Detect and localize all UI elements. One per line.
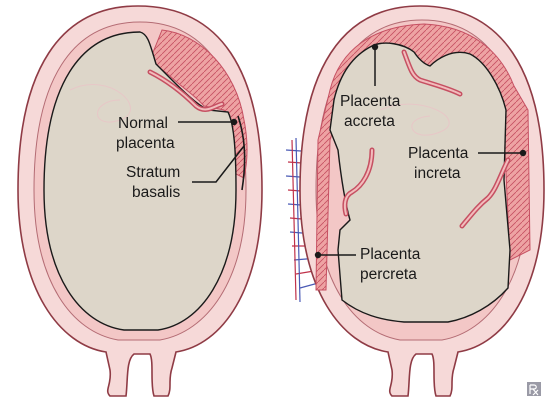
stratum-label-line1: Stratum bbox=[126, 164, 180, 181]
percreta-label-line1: Placenta bbox=[360, 246, 421, 263]
normal-label-line1: Normal bbox=[118, 115, 168, 132]
stratum-label-line2: basalis bbox=[132, 184, 180, 201]
accreta-label-line2: accreta bbox=[344, 113, 395, 130]
right-uterine-cavity bbox=[330, 43, 510, 322]
accreta-label-line1: Placenta bbox=[340, 93, 401, 110]
normal-leader-dot bbox=[231, 119, 237, 125]
rx-badge-icon bbox=[527, 382, 541, 396]
increta-label-line1: Placenta bbox=[408, 145, 469, 162]
increta-label-line2: increta bbox=[414, 165, 461, 182]
normal-label-line2: placenta bbox=[116, 135, 175, 152]
increta-leader-dot bbox=[520, 150, 526, 156]
percreta-label-line2: percreta bbox=[360, 266, 417, 283]
normal-uterus bbox=[18, 6, 262, 396]
abnormal-uterus bbox=[286, 6, 544, 396]
